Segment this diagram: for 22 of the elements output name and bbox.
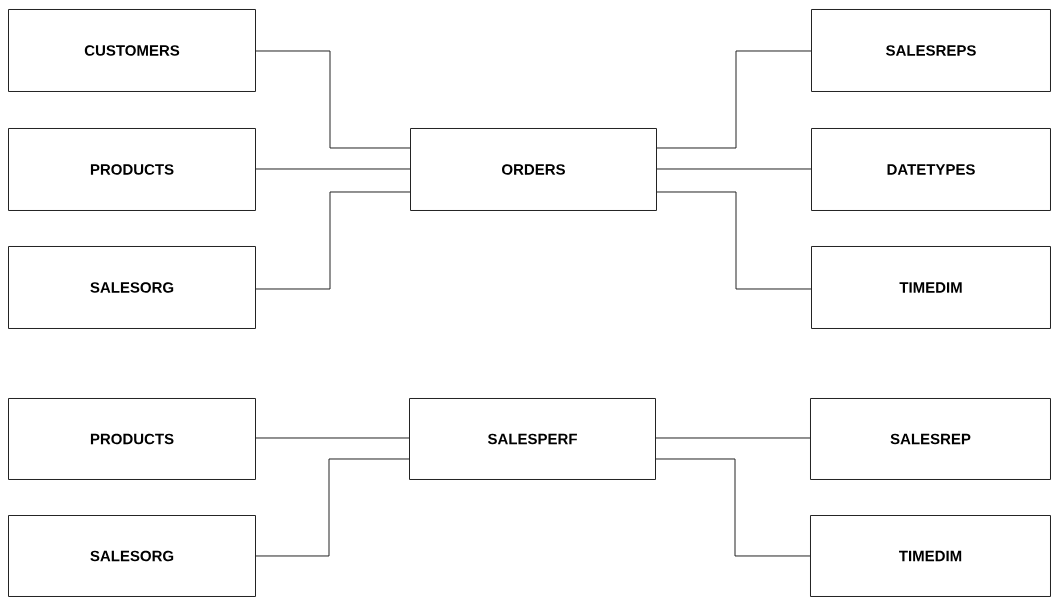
connector-line [255,50,411,149]
table-box: CUSTOMERS [8,9,256,92]
table-box: SALESORG [8,515,256,597]
table-box: SALESPERF [409,398,656,480]
table-box: PRODUCTS [8,398,256,480]
connector-line [655,437,811,439]
connector-line [255,168,411,170]
connector-line [255,458,410,557]
table-box: TIMEDIM [811,246,1051,329]
table-box: DATETYPES [811,128,1051,211]
connector-line [255,437,410,439]
connector-line [255,191,411,290]
table-box: TIMEDIM [810,515,1051,597]
connector-line [656,50,812,149]
connector-line [656,168,812,170]
table-box: SALESREP [810,398,1051,480]
table-box: SALESREPS [811,9,1051,92]
connector-line [656,191,812,290]
table-box: SALESORG [8,246,256,329]
table-box: PRODUCTS [8,128,256,211]
table-box: ORDERS [410,128,657,211]
connector-line [655,458,811,557]
